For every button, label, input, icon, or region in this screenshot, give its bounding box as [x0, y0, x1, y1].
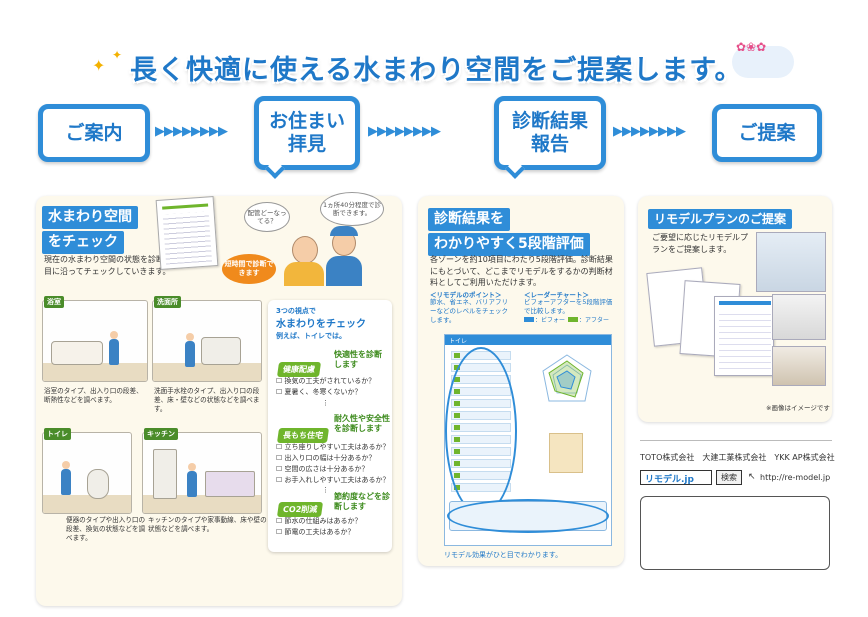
step-label: ご提案: [738, 121, 796, 144]
arrow-icon: ▶▶▶▶▶▶▶▶: [155, 124, 228, 139]
check-item: ☐ 換気の工夫がされているか？: [276, 377, 376, 385]
category-badge: CO2削減: [276, 502, 324, 517]
category-heading: 耐久性や安全性を診断します: [334, 414, 390, 434]
search-button[interactable]: 検索: [716, 470, 742, 485]
company-names: TOTO株式会社 大建工業株式会社 YKK AP株式会社: [640, 453, 835, 462]
highlight-ellipse: [445, 347, 517, 515]
step-guide: ご案内: [38, 104, 150, 162]
room-kitchen: [142, 432, 262, 514]
room-caption: 洗面手水栓のタイプ、出入り口の段差、床・壁などの状態などを調べます。: [154, 387, 260, 414]
panel-title: をチェック: [42, 230, 124, 254]
panel-check: 水まわり空間 をチェック 現在の水まわり空間の状態を診断項目に沿ってチェックして…: [36, 192, 402, 606]
checklist-items: ☐ 換気の工夫がされているか？ ☐ 夏暑く、冬寒くないか？ ⋮: [276, 376, 375, 409]
legend-after: ：アフター: [579, 317, 610, 324]
panel-proposal: リモデルプランのご提案 ご要望に応じたリモデルプランをご提案します。 ※画像はイ…: [638, 196, 832, 422]
room-tag: 浴室: [44, 296, 64, 308]
panel-description: 各ゾーンを約10項目にわたり5段階評価。診断結果にもとづいて、どこまでリモデルを…: [430, 255, 613, 288]
catalog-image: [756, 232, 826, 292]
room-caption: キッチンのタイプや家事動線、床や壁の状態などを調べます。: [148, 516, 267, 534]
resident-illustration: [284, 262, 324, 286]
room-caption: 便器のタイプや出入り口の段差、換気の状態などを調べます。: [66, 516, 146, 543]
staff-illustration: [326, 256, 362, 286]
checklist-document: [155, 196, 219, 270]
report-header: [445, 335, 611, 345]
panel-title: 診断結果を: [428, 208, 510, 231]
category-heading: 快適性を診断します: [334, 350, 382, 370]
legend-before-swatch: [524, 317, 534, 322]
checklist-heading-small: 3つの視点で: [276, 307, 316, 315]
panel-title: わかりやすく5段階評価: [428, 232, 590, 256]
room-tag: キッチン: [144, 428, 178, 440]
short-time-badge: 短時間で診断できます: [222, 254, 276, 284]
report-sheet: トイレ: [444, 334, 612, 546]
check-item: ☐ 立ち座りしやすい工夫はあるか？: [276, 443, 390, 451]
checklist-items: ☐ 節水の仕組みはあるか？ ☐ 節電の工夫はあるか？: [276, 516, 362, 538]
checklist-card: 3つの視点で 水まわりをチェック 例えば、トイレでは。 健康配慮 快適性を診断し…: [268, 300, 392, 552]
speech-bubble: 1ヵ所40分程度で診断できます。: [320, 192, 384, 226]
radar-title: ＜レーダーチャート＞: [524, 291, 589, 299]
check-item: ☐ 空間の広さは十分あるか？: [276, 464, 369, 473]
catalog-image: [772, 294, 826, 340]
check-item: ☐ 夏暑く、冬寒くないか？: [276, 387, 362, 396]
resident-illustration: [292, 236, 318, 264]
panel-description: 現在の水まわり空間の状態を診断項目に沿ってチェックしていきます。: [44, 255, 172, 276]
sparkle-icon: ✦: [112, 48, 123, 62]
ellipsis: ⋮: [322, 486, 329, 495]
speech-bubble: 配管どーなってる？: [244, 202, 290, 232]
room-tag: トイレ: [44, 428, 71, 440]
radar-chart: [542, 354, 592, 402]
step-label: ご案内: [65, 121, 123, 144]
step-proposal: ご提案: [712, 104, 822, 162]
point-text: 節水、省エネ、バリアフリーなどのレベルをチェックします。: [430, 298, 508, 325]
panel-diagnosis: 診断結果を わかりやすく5段階評価 各ゾーンを約10項目にわたり5段階評価。診断…: [418, 196, 624, 566]
legend-after-swatch: [568, 317, 578, 322]
arrow-icon: ▶▶▶▶▶▶▶▶: [613, 124, 686, 139]
pointer-icon: ↖: [748, 472, 756, 482]
checklist-intro: 例えば、トイレでは。: [276, 332, 346, 340]
website-url[interactable]: http://re-model.jp: [760, 473, 831, 482]
check-item: ☐ 出入り口の幅は十分あるか？: [276, 453, 376, 462]
staff-illustration: [330, 226, 358, 236]
plan-document: [714, 296, 774, 376]
highlight-ellipse: [447, 499, 609, 533]
panel-title: リモデルプランのご提案: [648, 209, 793, 230]
footer-divider: [640, 440, 832, 441]
room-bath: [42, 300, 148, 382]
checklist-items: ☐ 立ち座りしやすい工夫はあるか？ ☐ 出入り口の幅は十分あるか？ ☐ 空間の広…: [276, 442, 389, 496]
category-heading: 節約度などを診断します: [334, 492, 390, 512]
ellipsis: ⋮: [322, 398, 329, 407]
step-flow: ご案内 ▶▶▶▶▶▶▶▶ お住まい 拝見 ▶▶▶▶▶▶▶▶ 診断結果 報告 ▶▶…: [0, 96, 868, 188]
stamp-box: [640, 496, 830, 570]
room-caption: 浴室のタイプ、出入り口の段差、断熱性などを調べます。: [44, 387, 143, 405]
check-item: ☐ 節水の仕組みはあるか？: [276, 517, 362, 525]
sparkle-icon: ✦: [92, 56, 106, 75]
category-badge: 健康配慮: [276, 362, 322, 377]
step-visit: お住まい 拝見: [254, 96, 360, 170]
room-image: [549, 433, 583, 473]
step-label: 診断結果 報告: [511, 110, 588, 155]
page-title: 長く快適に使える水まわり空間をご提案します。: [130, 55, 743, 86]
panel-title: 水まわり空間: [42, 206, 138, 229]
arrow-icon: ▶▶▶▶▶▶▶▶: [368, 124, 441, 139]
catalog-image: [772, 346, 826, 386]
panel-description: ご要望に応じたリモデルプランをご提案します。: [652, 233, 748, 254]
legend-before: ：ビフォー: [535, 317, 566, 324]
report-caption: リモデル効果がひと目でわかります。: [444, 551, 563, 559]
cloud-decoration: [732, 46, 794, 78]
image-note: ※画像はイメージです: [766, 404, 830, 412]
check-item: ☐ 節電の工夫はあるか？: [276, 527, 355, 536]
checklist-heading: 水まわりをチェック: [276, 319, 366, 330]
flower-icon: ✿❀✿: [736, 40, 767, 54]
point-title: ＜リモデルのポイント＞: [430, 291, 502, 299]
room-toilet: [42, 432, 132, 514]
room-tag: 洗面所: [154, 296, 181, 308]
step-report: 診断結果 報告: [494, 96, 606, 170]
step-label: お住まい 拝見: [268, 110, 345, 155]
category-badge: 長もち住宅: [276, 428, 330, 443]
search-input[interactable]: リモデル.jp: [640, 470, 712, 485]
report-label: トイレ: [449, 338, 468, 345]
check-item: ☐ お手入れしやすい工夫はあるか？: [276, 475, 390, 484]
radar-text: ビフォーアフターを5段階評価で比較します。: [524, 298, 613, 316]
room-washroom: [152, 300, 262, 382]
